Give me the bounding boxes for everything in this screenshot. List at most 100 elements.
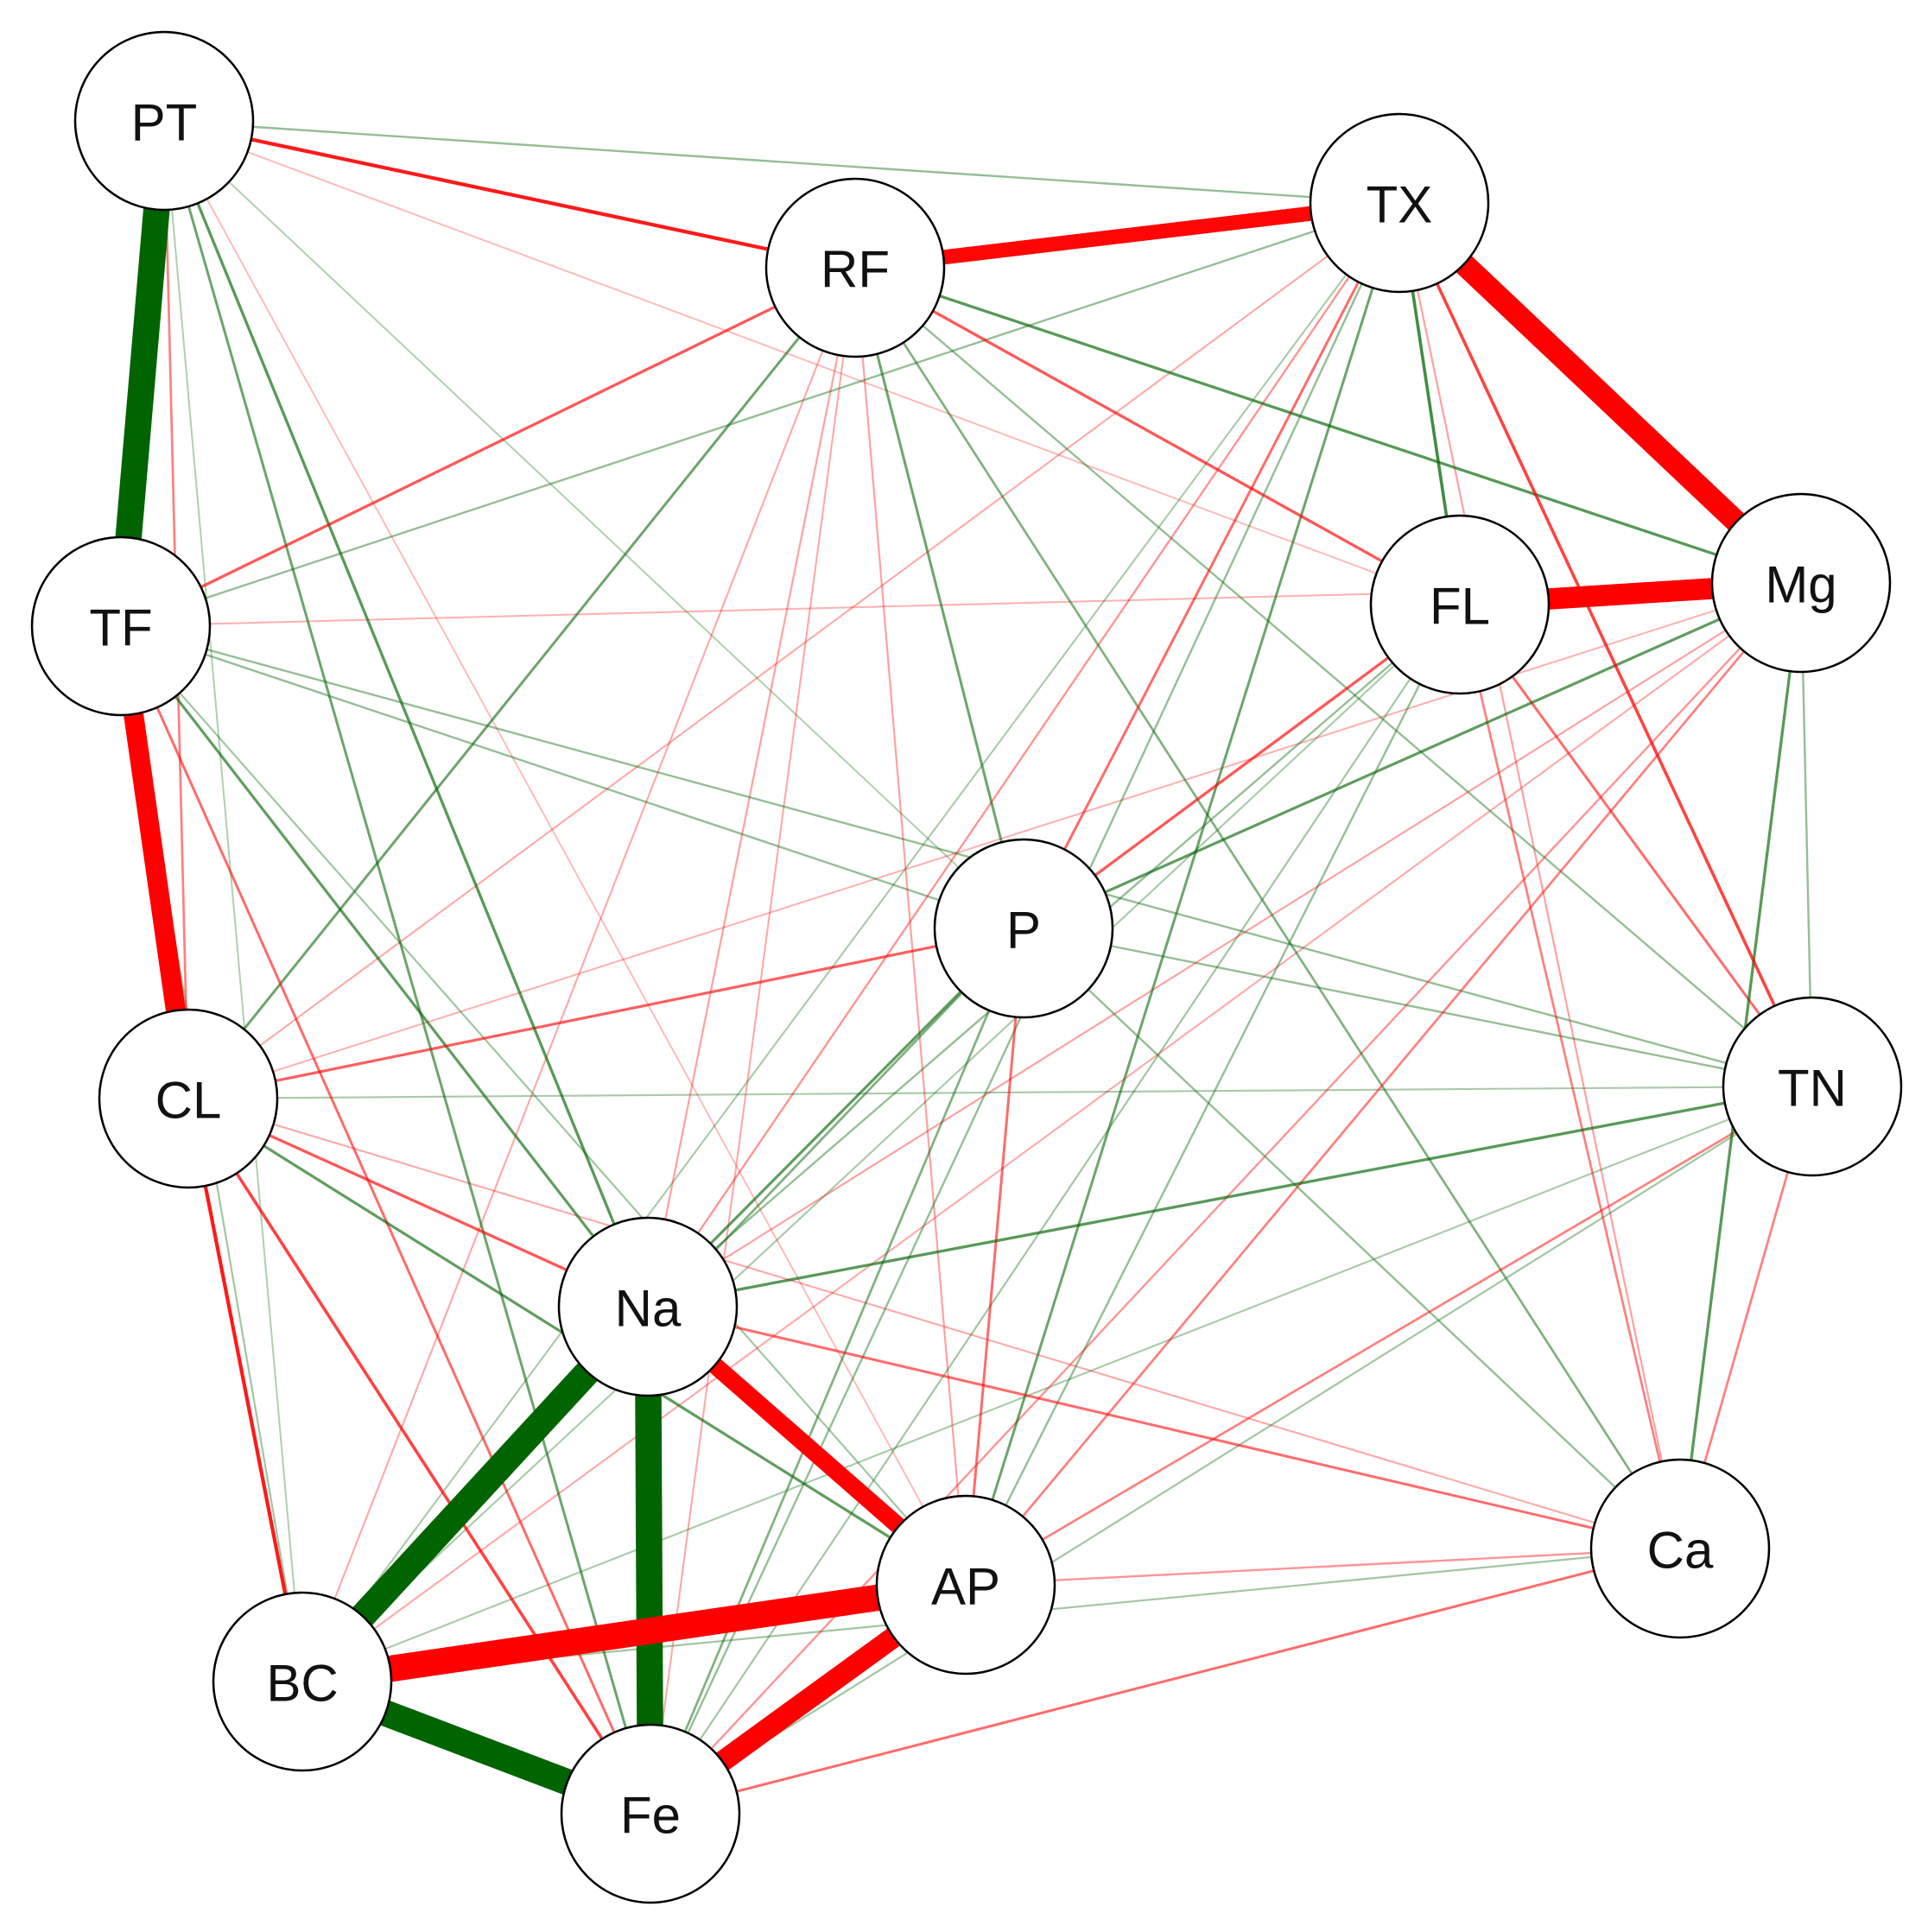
edge-TX-TN <box>1398 202 1814 1087</box>
edge-PT-RF <box>163 118 856 270</box>
node-circle <box>1369 514 1551 695</box>
node-circle <box>30 535 212 717</box>
node-circle <box>1722 996 1903 1177</box>
edge-FL-TN <box>1458 604 1814 1087</box>
edge-TN-Fe <box>650 1086 1813 1815</box>
edge-TF-Na <box>119 625 650 1308</box>
node-label: BC <box>266 1655 338 1713</box>
node-label: TN <box>1778 1060 1847 1118</box>
node-Mg[interactable]: Mg <box>1710 492 1892 674</box>
node-CL[interactable]: CL <box>98 1008 279 1189</box>
edge-Fe-Ca <box>650 1547 1681 1815</box>
node-AP[interactable]: AP <box>875 1494 1056 1675</box>
node-label: Mg <box>1765 556 1836 614</box>
node-circle <box>212 1591 393 1772</box>
edge-FL-AP <box>964 604 1462 1586</box>
edge-TX-AP <box>964 202 1401 1586</box>
node-Ca[interactable]: Ca <box>1589 1458 1771 1639</box>
edge-PT-BC <box>163 120 303 1682</box>
node-label: Na <box>615 1280 682 1338</box>
edge-RF-CL <box>187 267 857 1099</box>
node-BC[interactable]: BC <box>212 1591 393 1772</box>
node-circle <box>875 1494 1056 1675</box>
edge-TX-CL <box>187 202 1400 1099</box>
node-label: Ca <box>1647 1522 1714 1580</box>
node-circle <box>73 30 255 212</box>
node-Na[interactable]: Na <box>557 1216 739 1397</box>
node-circle <box>1589 1458 1771 1639</box>
edge-TX-TF <box>120 201 1400 628</box>
edge-TX-Ca <box>1398 202 1682 1549</box>
node-TX[interactable]: TX <box>1309 112 1490 294</box>
node-RF[interactable]: RF <box>764 177 946 358</box>
edge-TN-Na <box>647 1085 1813 1308</box>
node-label: TF <box>89 599 152 657</box>
edge-FL-P <box>1023 603 1461 930</box>
node-circle <box>560 1723 741 1904</box>
edge-RF-Ca <box>853 267 1682 1549</box>
node-circle <box>933 838 1114 1019</box>
edge-P-TN <box>1023 927 1813 1088</box>
node-label: TX <box>1367 176 1433 234</box>
edge-PT-Na <box>162 120 650 1308</box>
node-PT[interactable]: PT <box>73 30 255 212</box>
node-circle <box>98 1008 279 1189</box>
edge-PT-TX <box>163 119 1400 205</box>
edge-CL-Fe <box>187 1098 652 1815</box>
node-Fe[interactable]: Fe <box>560 1723 741 1904</box>
edge-P-CL <box>187 927 1024 1100</box>
edge-RF-FL <box>854 266 1461 606</box>
edge-PT-FL <box>163 120 1461 605</box>
edge-P-Ca <box>1023 928 1681 1549</box>
edge-TN-AP <box>965 1085 1813 1587</box>
edge-TF-AP <box>120 625 967 1586</box>
edge-TX-P <box>1022 202 1401 929</box>
node-P[interactable]: P <box>933 838 1114 1019</box>
node-TN[interactable]: TN <box>1722 996 1903 1177</box>
node-label: FL <box>1430 578 1490 636</box>
node-label: AP <box>931 1558 1000 1616</box>
edge-TF-P <box>120 624 1024 930</box>
edge-CL-BC <box>186 1098 305 1682</box>
edge-RF-P <box>853 267 1025 929</box>
edge-AP-BC <box>300 1571 968 1695</box>
edge-PT-Fe <box>162 120 652 1815</box>
node-label: PT <box>131 94 198 152</box>
edge-Na-Ca <box>647 1305 1681 1550</box>
node-circle <box>557 1216 739 1397</box>
edge-RF-TN <box>854 267 1813 1087</box>
node-TF[interactable]: TF <box>30 535 212 717</box>
edge-TX-Mg <box>1392 194 1809 592</box>
edge-P-AP <box>964 928 1025 1586</box>
node-circle <box>1710 492 1892 674</box>
edge-P-Fe <box>649 928 1025 1815</box>
edge-Mg-BC <box>301 582 1802 1682</box>
edge-FL-BC <box>301 604 1461 1682</box>
edge-FL-Ca <box>1458 604 1682 1549</box>
edge-Mg-AP <box>964 582 1803 1586</box>
edge-RF-TX <box>853 195 1401 276</box>
edge-RF-TF <box>120 266 856 628</box>
edge-Mg-Na <box>647 582 1802 1308</box>
edge-TX-Na <box>647 202 1400 1308</box>
node-label: CL <box>155 1072 222 1130</box>
edge-FL-Fe <box>650 604 1461 1815</box>
edge-RF-Mg <box>854 266 1802 585</box>
edge-PT-AP <box>163 120 967 1586</box>
edge-RF-Fe <box>649 267 857 1815</box>
node-FL[interactable]: FL <box>1369 514 1551 695</box>
node-label: P <box>1006 902 1041 960</box>
node-circle <box>764 177 946 358</box>
node-circle <box>1309 112 1490 294</box>
edge-Mg-CL <box>187 582 1802 1099</box>
edge-PT-P <box>163 120 1024 929</box>
edge-TN-BC <box>301 1086 1813 1682</box>
node-label: RF <box>821 241 890 299</box>
node-label: Fe <box>620 1787 681 1845</box>
edge-RF-Na <box>646 267 857 1308</box>
edge-Mg-P <box>1023 581 1802 930</box>
edge-TF-Fe <box>119 625 652 1815</box>
edge-TX-BC <box>301 202 1400 1682</box>
edge-CL-Ca <box>187 1097 1681 1550</box>
